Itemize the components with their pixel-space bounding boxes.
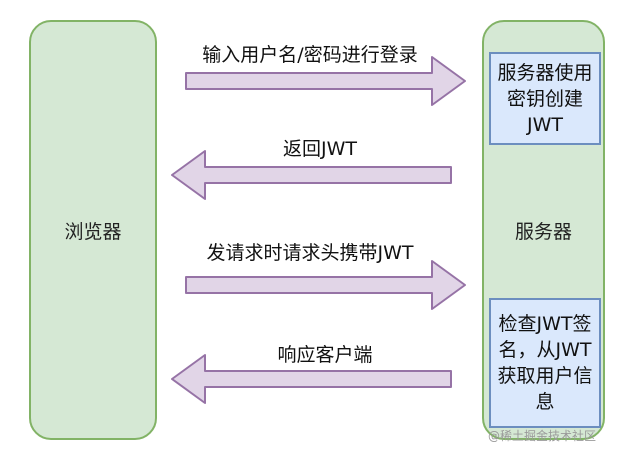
arrow-label-request-jwt: 发请求时请求头携带JWT <box>206 242 414 264</box>
arrow-login-request <box>185 56 466 106</box>
browser-box: 浏览器 <box>29 20 157 440</box>
browser-label: 浏览器 <box>64 220 122 243</box>
arrow-label-return-jwt: 返回JWT <box>283 138 357 160</box>
watermark: @稀土掘金技术社区 <box>488 429 597 443</box>
arrow-respond-client <box>171 354 452 404</box>
server-verify-jwt-text: 检查JWT签名，从JWT获取用户信息 <box>497 313 593 413</box>
arrow-return-jwt <box>171 150 452 200</box>
server-verify-jwt-note: 检查JWT签名，从JWT获取用户信息 <box>489 298 601 428</box>
arrow-request-with-jwt <box>185 260 466 310</box>
server-label: 服务器 <box>514 220 572 243</box>
arrow-label-login: 输入用户名/密码进行登录 <box>202 44 418 66</box>
server-create-jwt-note: 服务器使用密钥创建JWT <box>489 52 601 145</box>
arrow-label-respond: 响应客户端 <box>277 344 373 366</box>
server-create-jwt-text: 服务器使用密钥创建JWT <box>497 61 593 136</box>
